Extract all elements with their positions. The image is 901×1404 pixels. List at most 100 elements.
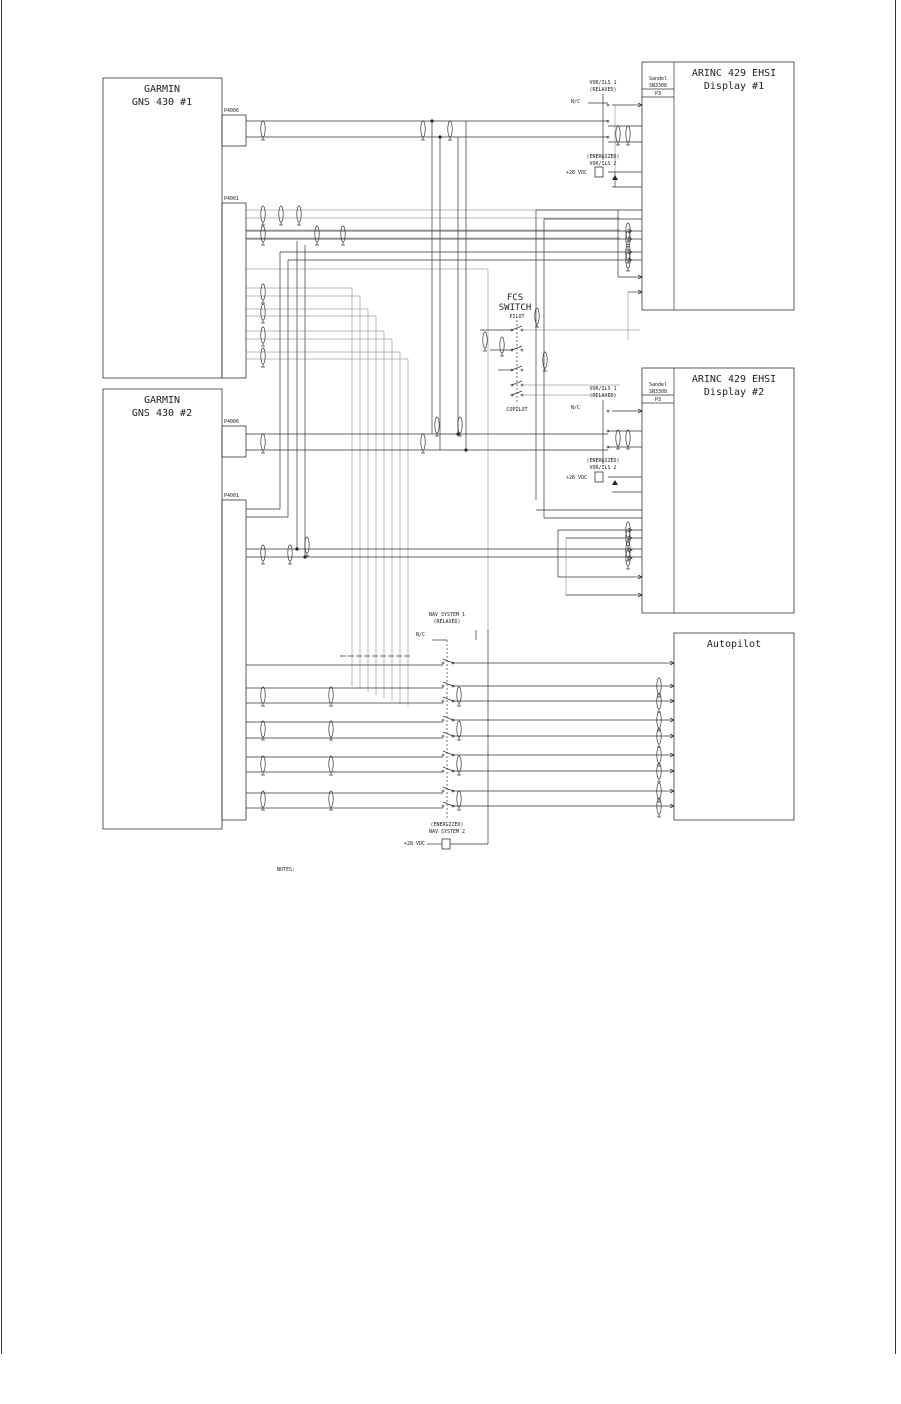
navsys-bot-1: (ENERGIZED) bbox=[430, 822, 463, 828]
wire bbox=[511, 365, 523, 371]
shield-marker bbox=[456, 720, 462, 738]
shield-marker bbox=[625, 125, 631, 143]
wire bbox=[511, 380, 523, 386]
fcs-pilot-label: PILOT bbox=[509, 314, 524, 320]
shield-marker bbox=[615, 125, 621, 143]
relay-contact bbox=[441, 684, 445, 688]
arrow-marker bbox=[627, 535, 633, 541]
ehsi1-relay-nc: N/C bbox=[571, 99, 580, 105]
ehsi1-vdc: +28 VDC bbox=[566, 170, 587, 176]
shield-marker bbox=[482, 331, 488, 349]
shield-marker bbox=[296, 205, 302, 223]
shield-marker bbox=[260, 544, 266, 562]
navsys-vdc: +28 VDC bbox=[404, 841, 425, 847]
ehsi1-relay-bot-2: VOR/ILS 2 bbox=[589, 161, 616, 167]
ehsi2-relay-nc: N/C bbox=[571, 405, 580, 411]
shield-marker bbox=[456, 686, 462, 704]
arrow-marker bbox=[669, 788, 675, 794]
navsys-coil bbox=[441, 838, 451, 850]
arrow-marker bbox=[669, 768, 675, 774]
navsys-contacts bbox=[441, 658, 455, 808]
nav-system-relay: NAV SYSTEM 1 (RELAXED) N/C (ENERGIZED) N… bbox=[404, 612, 488, 850]
ehsi1-box bbox=[641, 61, 795, 311]
wiring bbox=[246, 94, 675, 844]
relay-contact bbox=[606, 119, 610, 123]
gns2-conn-p4001: P4001 bbox=[224, 493, 239, 499]
gns1-title-line1: GARMIN bbox=[144, 84, 180, 95]
relay-contact bbox=[520, 368, 524, 372]
shield-marker bbox=[260, 225, 266, 243]
ehsi1-model: SN3308 bbox=[649, 83, 667, 89]
gns2-box bbox=[102, 388, 223, 830]
relay-contact bbox=[510, 393, 514, 397]
wire bbox=[442, 766, 454, 772]
relay-contact bbox=[520, 348, 524, 352]
autopilot-unit: Autopilot bbox=[673, 632, 795, 821]
shield-marker bbox=[328, 755, 334, 773]
wire bbox=[442, 681, 454, 687]
notes-heading: NOTES: bbox=[277, 867, 295, 873]
notes-block: NOTES: bbox=[277, 867, 295, 873]
shield-marker bbox=[260, 120, 266, 138]
arrow-marker bbox=[637, 592, 643, 598]
relay-contact bbox=[441, 718, 445, 722]
wire bbox=[442, 715, 454, 721]
shield-marker bbox=[534, 307, 540, 325]
diode-symbol bbox=[612, 480, 618, 485]
shield-marker bbox=[615, 429, 621, 447]
wire bbox=[442, 786, 454, 792]
ehsi2-vdc: +28 VDC bbox=[566, 475, 587, 481]
junction-dot bbox=[295, 547, 299, 551]
shield-marker bbox=[304, 536, 310, 554]
relay-contact bbox=[510, 383, 514, 387]
relay-contact bbox=[441, 789, 445, 793]
shield-marker bbox=[260, 755, 266, 773]
navsys-top-1: NAV SYSTEM 1 bbox=[429, 612, 465, 618]
shield-marker bbox=[420, 433, 426, 451]
ehsi1-vendor: Sandel bbox=[649, 76, 667, 82]
shield-marker bbox=[260, 347, 266, 365]
ehsi1-relay-top-2: (RELAXED) bbox=[589, 87, 616, 93]
arrow-marker bbox=[669, 683, 675, 689]
fcs-copilot-label: COPILOT bbox=[506, 407, 527, 413]
fcs-title-line2: SWITCH bbox=[499, 303, 532, 313]
shield-marker bbox=[314, 225, 320, 243]
gns430-unit-2: GARMIN GNS 430 #2 P4006 P4001 bbox=[102, 388, 247, 830]
relay-contact bbox=[441, 734, 445, 738]
ehsi1-title-line1: ARINC 429 EHSI bbox=[692, 68, 776, 79]
arrow-marker bbox=[627, 555, 633, 561]
arrow-marker bbox=[669, 733, 675, 739]
junction-dot bbox=[303, 555, 307, 559]
gns2-p4001-block bbox=[221, 499, 247, 821]
shield-marker bbox=[457, 416, 463, 434]
shield-marker bbox=[260, 283, 266, 301]
wire bbox=[442, 801, 454, 807]
navsys-nc: N/C bbox=[416, 632, 425, 638]
shield-marker bbox=[260, 433, 266, 451]
shield-marker bbox=[447, 120, 453, 138]
arrow-marker bbox=[637, 289, 643, 295]
shield-marker bbox=[260, 790, 266, 808]
shield-marker bbox=[278, 205, 284, 223]
gns1-conn-p4001: P4001 bbox=[224, 196, 239, 202]
ehsi2-relay-top-2: (RELAXED) bbox=[589, 393, 616, 399]
fcs-switch: FCS SWITCH PILOT COPILOT bbox=[499, 293, 532, 413]
ehsi-display-2: ARINC 429 EHSI Display #2 Sandel SN3308 … bbox=[566, 367, 795, 614]
gns1-title-line2: GNS 430 #1 bbox=[132, 97, 192, 108]
ehsi2-relay-top-1: VOR/ILS 1 bbox=[589, 386, 616, 392]
ehsi1-title-line2: Display #1 bbox=[704, 81, 764, 92]
ehsi1-conn: P3 bbox=[655, 91, 661, 97]
autopilot-box bbox=[673, 632, 795, 821]
wire bbox=[511, 325, 523, 331]
shield-marker bbox=[328, 720, 334, 738]
navsys-top-2: (RELAXED) bbox=[433, 619, 460, 625]
arrow-marker bbox=[637, 408, 643, 414]
ehsi-display-1: ARINC 429 EHSI Display #1 Sandel SN3308 … bbox=[566, 61, 795, 311]
shield-marker bbox=[260, 326, 266, 344]
shield-marker bbox=[260, 303, 266, 321]
wire bbox=[442, 696, 454, 702]
ehsi2-vendor: Sandel bbox=[649, 382, 667, 388]
gns2-conn-p4006: P4006 bbox=[224, 419, 239, 425]
ehsi2-relay-bot-2: VOR/ILS 2 bbox=[589, 465, 616, 471]
